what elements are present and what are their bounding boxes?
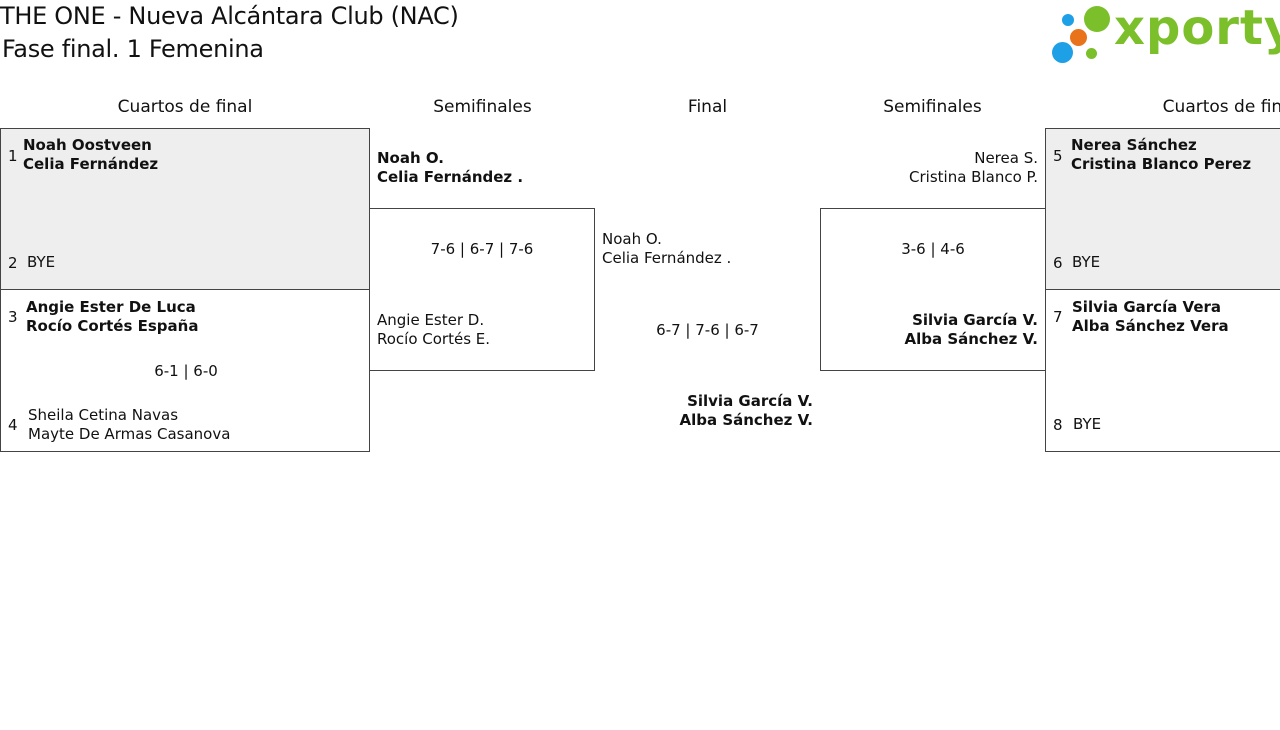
- logo-dot-orange: [1070, 29, 1087, 46]
- match-sf-right[interactable]: 3-6 | 4-6 Silvia García V. Alba Sánchez …: [820, 208, 1046, 371]
- heading-qf-left: Cuartos de final: [117, 97, 253, 117]
- player-name: Noah O.: [602, 230, 662, 248]
- logo-text: xporty: [1114, 0, 1280, 56]
- logo-dot-green-small: [1086, 48, 1097, 59]
- final-score: 6-7 | 7-6 | 6-7: [656, 321, 759, 339]
- heading-final: Final: [687, 97, 728, 117]
- logo-dot-blue: [1052, 42, 1073, 63]
- match-qf-left-2[interactable]: 3 Angie Ester De Luca Rocío Cortés Españ…: [0, 289, 370, 452]
- player-name: BYE: [27, 253, 56, 271]
- player-name: Silvia García V.: [912, 311, 1038, 329]
- seed-number: 1: [8, 147, 18, 165]
- seed-number: 6: [1053, 254, 1063, 272]
- player-name: BYE: [1072, 253, 1101, 271]
- page-title: THE ONE - Nueva Alcántara Club (NAC): [0, 2, 459, 30]
- seed-number: 3: [8, 308, 18, 326]
- player-name: Rocío Cortés E.: [377, 330, 491, 348]
- match-score: 3-6 | 4-6: [901, 240, 965, 258]
- seed-number: 8: [1053, 416, 1063, 434]
- player-name: Cristina Blanco Perez: [1071, 155, 1252, 173]
- seed-number: 4: [8, 416, 18, 434]
- player-name: Celia Fernández: [23, 155, 159, 173]
- heading-sf-right: Semifinales: [883, 97, 982, 117]
- player-name: Alba Sánchez Vera: [1072, 317, 1229, 335]
- player-name: Angie Ester De Luca: [26, 298, 196, 316]
- player-name: Alba Sánchez V.: [679, 411, 813, 429]
- player-name: Noah Oostveen: [23, 136, 152, 154]
- player-name: Silvia García Vera: [1072, 298, 1222, 316]
- player-name: Angie Ester D.: [377, 311, 485, 329]
- player-name: Nerea Sánchez: [1071, 136, 1197, 154]
- player-name: Cristina Blanco P.: [909, 168, 1038, 186]
- player-name: Mayte De Armas Casanova: [28, 425, 231, 443]
- page-subtitle: Fase final. 1 Femenina: [2, 35, 264, 63]
- player-name: BYE: [1073, 415, 1102, 433]
- xporty-logo[interactable]: xporty: [1050, 0, 1280, 68]
- seed-number: 7: [1053, 308, 1063, 326]
- player-name: Alba Sánchez V.: [904, 330, 1038, 348]
- player-name: Noah O.: [377, 149, 445, 167]
- match-qf-right-2[interactable]: 7 Silvia García Vera Alba Sánchez Vera 8…: [1045, 289, 1280, 452]
- logo-dot-blue-small: [1062, 14, 1074, 26]
- heading-sf-left: Semifinales: [433, 97, 532, 117]
- player-name: Nerea S.: [974, 149, 1038, 167]
- player-name: Celia Fernández .: [602, 249, 732, 267]
- player-name: Rocío Cortés España: [26, 317, 199, 335]
- match-score: 7-6 | 6-7 | 7-6: [430, 240, 534, 258]
- logo-dot-green: [1084, 6, 1110, 32]
- match-qf-right-1[interactable]: 5 Nerea Sánchez Cristina Blanco Perez 6 …: [1045, 128, 1280, 290]
- match-score: 6-1 | 6-0: [154, 362, 218, 380]
- match-sf-left[interactable]: 7-6 | 6-7 | 7-6 Angie Ester D. Rocío Cor…: [369, 208, 595, 371]
- player-name: Celia Fernández .: [377, 168, 524, 186]
- player-name: Sheila Cetina Navas: [28, 406, 179, 424]
- seed-number: 2: [8, 254, 18, 272]
- match-qf-left-1[interactable]: 1 Noah Oostveen Celia Fernández 2 BYE: [0, 128, 370, 290]
- player-name: Silvia García V.: [687, 392, 813, 410]
- seed-number: 5: [1053, 147, 1063, 165]
- heading-qf-right: Cuartos de final: [1162, 97, 1280, 117]
